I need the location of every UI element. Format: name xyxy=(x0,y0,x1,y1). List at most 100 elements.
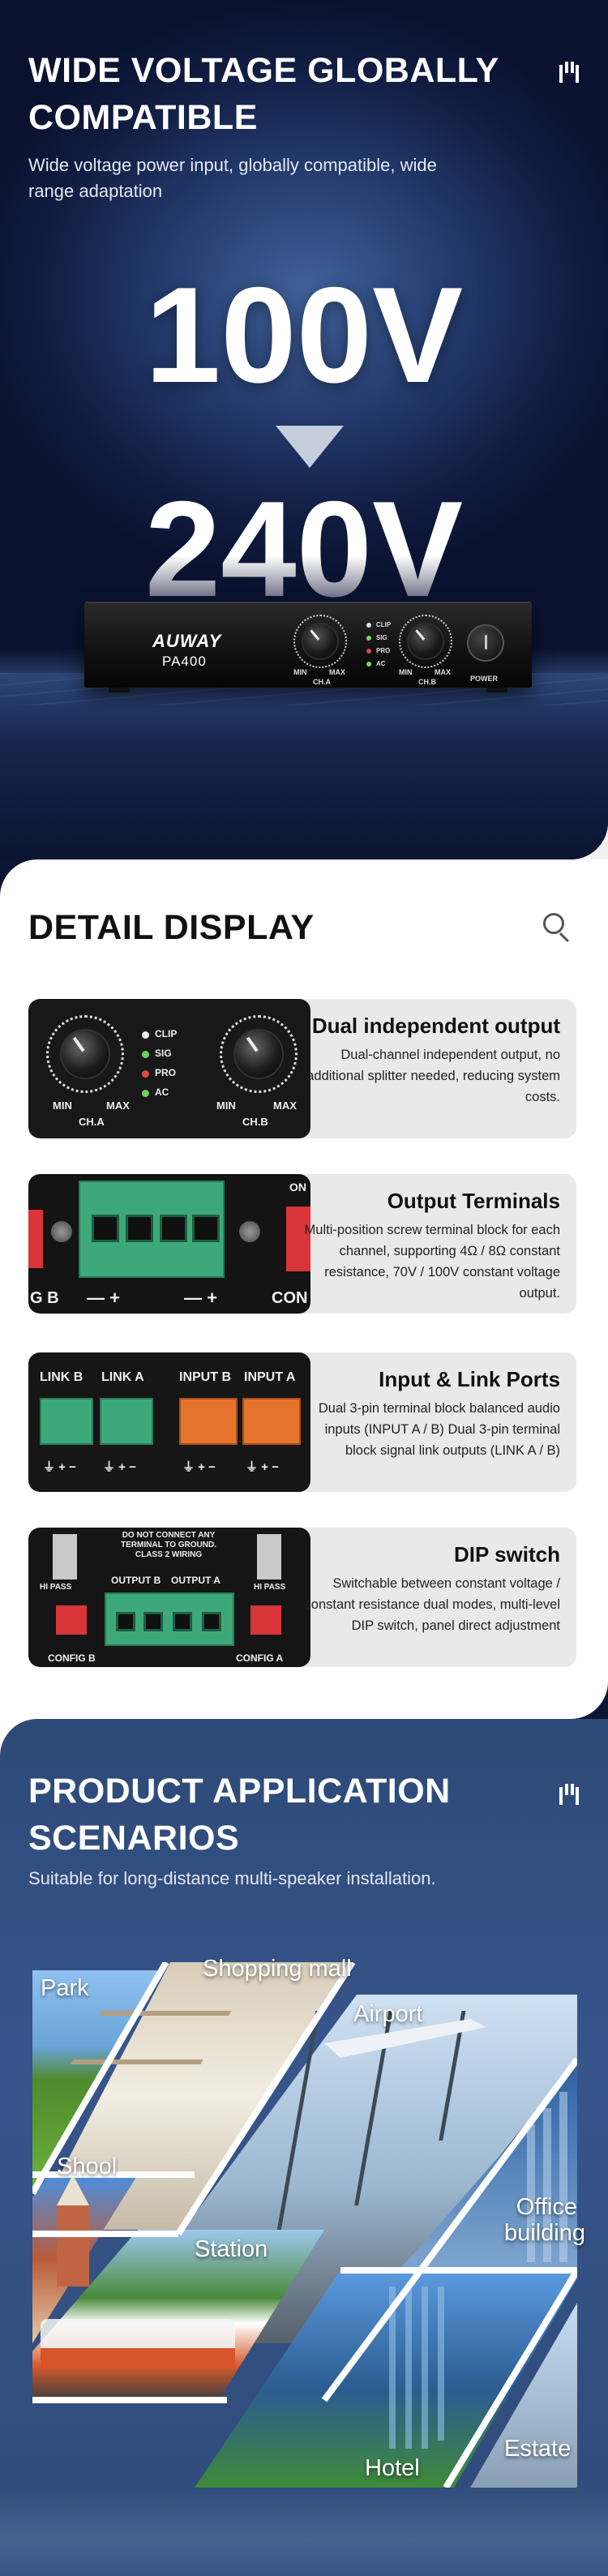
amp-brand: AUWAY xyxy=(152,631,222,651)
dip-switch-b xyxy=(56,1605,87,1635)
hero-subtitle: Wide voltage power input, globally compa… xyxy=(28,155,437,201)
power-label: POWER xyxy=(470,675,499,683)
photo-hi-pass: HI PASS xyxy=(40,1583,72,1592)
knob-a-max: MAX xyxy=(329,668,345,676)
detail-title: DETAIL DISPLAY xyxy=(28,908,315,947)
card-heading: Input & Link Ports xyxy=(379,1367,560,1391)
scenario-collage: Park Shopping mall Airport Shool Office … xyxy=(32,1956,585,2488)
photo-input-a: INPUT A xyxy=(244,1370,296,1384)
knob-a-min: MIN xyxy=(293,668,307,676)
knob-a-icon xyxy=(302,623,339,660)
photo-ac-label: AC xyxy=(155,1087,169,1098)
photo-min-label: MIN xyxy=(53,1099,72,1112)
photo-max-label: MAX xyxy=(273,1099,297,1112)
link-b-terminal xyxy=(40,1398,93,1445)
ch-b-label: CH.B xyxy=(418,678,436,686)
feature-card-dip-switch: DO NOT CONNECT ANY TERMINAL TO GROUND. C… xyxy=(28,1528,576,1667)
photo-config-b: CONFIG B xyxy=(48,1652,96,1664)
card-heading: DIP switch xyxy=(453,1542,560,1567)
photo-polarity-label: — + xyxy=(87,1288,120,1308)
scene-shopping-mall: Shopping mall xyxy=(203,1956,352,1982)
scene-school: Shool xyxy=(57,2154,118,2180)
knob-b-max: MAX xyxy=(435,668,451,676)
screw-icon xyxy=(51,1221,72,1242)
photo-input-link: LINK B LINK A ⏚ + − ⏚ + − INPUT B INPUT … xyxy=(28,1352,310,1492)
photo-warning: DO NOT CONNECT ANY TERMINAL TO GROUND. C… xyxy=(121,1531,216,1559)
led-pro-label: PRO xyxy=(376,647,391,654)
photo-pins: ⏚ + − xyxy=(43,1460,76,1474)
photo-pins: ⏚ + − xyxy=(246,1460,279,1474)
knob-b-min: MIN xyxy=(399,668,413,676)
photo-input-b: INPUT B xyxy=(179,1370,231,1384)
brand-logo-icon xyxy=(559,62,579,83)
sig-led-icon xyxy=(366,636,371,641)
photo-output-a: OUTPUT A xyxy=(171,1575,221,1586)
photo-sig-label: SIG xyxy=(155,1048,172,1059)
arrow-down-icon xyxy=(276,426,344,468)
feature-card-input-link: LINK B LINK A ⏚ + − ⏚ + − INPUT B INPUT … xyxy=(28,1352,576,1492)
application-backdrop: PRODUCT APPLICATION SCENARIOS Suitable f… xyxy=(0,1719,608,2576)
hero-floor xyxy=(0,673,608,859)
input-b-terminal xyxy=(179,1398,238,1445)
photo-config-a: CONFIG A xyxy=(236,1652,284,1664)
pro-led-icon xyxy=(366,649,371,654)
knob-scale-b xyxy=(399,615,452,668)
scene-airport: Airport xyxy=(353,2001,423,2027)
knob-icon xyxy=(60,1029,110,1079)
card-heading: Dual independent output xyxy=(311,1014,560,1038)
photo-cha-label: CH.A xyxy=(79,1116,105,1128)
photo-chb-label: CH.B xyxy=(242,1116,268,1128)
amplifier-front-panel: AUWAY PA400 MIN MAX CH.A CLIP SIG PRO AC… xyxy=(84,602,532,692)
hero-section: WIDE VOLTAGE GLOBALLY COMPATIBLE Wide vo… xyxy=(0,0,608,859)
clip-led-icon xyxy=(366,623,371,628)
knob-scale-a xyxy=(293,615,347,668)
ac-led-icon xyxy=(366,662,371,667)
photo-pins: ⏚ + − xyxy=(182,1460,216,1474)
amp-model: PA400 xyxy=(162,654,207,669)
voltage-min: 100V xyxy=(144,259,464,411)
feature-card-output-terminals: ON G B — + — + CON Output Terminals Mult… xyxy=(28,1174,576,1314)
photo-con-label: CON xyxy=(272,1289,308,1307)
voltage-max: 240V xyxy=(0,480,608,618)
photo-link-a: LINK A xyxy=(101,1370,144,1384)
card-body: Multi-position screw terminal block for … xyxy=(304,1223,560,1301)
magnifier-icon xyxy=(543,913,572,943)
power-button-icon xyxy=(467,624,504,662)
led-ac-label: AC xyxy=(376,660,386,667)
card-heading: Output Terminals xyxy=(387,1189,560,1213)
photo-pins: ⏚ + − xyxy=(103,1460,136,1474)
photo-knobs: MIN MAX CH.A CLIP SIG PRO AC MIN MAX CH.… xyxy=(28,999,310,1138)
input-a-terminal xyxy=(242,1398,301,1445)
scene-station: Station xyxy=(195,2236,268,2262)
photo-min-label: MIN xyxy=(216,1099,236,1112)
card-body: Dual 3-pin terminal block balanced audio… xyxy=(318,1401,560,1458)
card-body: Switchable between constant voltage / co… xyxy=(304,1576,560,1633)
scene-estate: Estate xyxy=(504,2436,572,2462)
detail-backdrop: DETAIL DISPLAY MIN MAX CH.A CLIP SIG PRO… xyxy=(0,859,608,1719)
photo-clip-label: CLIP xyxy=(155,1028,178,1039)
photo-dip-switch: DO NOT CONNECT ANY TERMINAL TO GROUND. C… xyxy=(28,1528,310,1667)
photo-max-label: MAX xyxy=(106,1099,130,1112)
card-body: Dual-channel independent output, no addi… xyxy=(306,1048,560,1104)
photo-output-terminals: ON G B — + — + CON xyxy=(28,1174,310,1314)
led-clip-label: CLIP xyxy=(376,621,392,628)
screw-icon xyxy=(239,1221,260,1242)
scene-park: Park xyxy=(41,1975,89,2001)
knob-b-icon xyxy=(407,623,444,660)
scene-office-building: Office building xyxy=(504,2194,585,2246)
application-floor xyxy=(0,2487,608,2576)
photo-polarity-label: — + xyxy=(184,1288,217,1308)
output-terminal xyxy=(105,1592,234,1646)
photo-link-b: LINK B xyxy=(40,1370,83,1384)
knob-icon xyxy=(233,1029,284,1079)
hero-title: WIDE VOLTAGE GLOBALLY COMPATIBLE xyxy=(28,51,499,137)
application-subtitle: Suitable for long-distance multi-speaker… xyxy=(28,1868,436,1888)
photo-on-label: ON xyxy=(289,1181,306,1194)
photo-pro-label: PRO xyxy=(155,1067,177,1078)
application-section: PRODUCT APPLICATION SCENARIOS Suitable f… xyxy=(0,1719,608,2576)
photo-hi-pass: HI PASS xyxy=(254,1583,286,1592)
photo-gb-label: G B xyxy=(30,1289,59,1307)
detail-section: DETAIL DISPLAY MIN MAX CH.A CLIP SIG PRO… xyxy=(0,859,608,1719)
terminal-block xyxy=(79,1181,225,1278)
dip-switch-a xyxy=(250,1605,281,1635)
